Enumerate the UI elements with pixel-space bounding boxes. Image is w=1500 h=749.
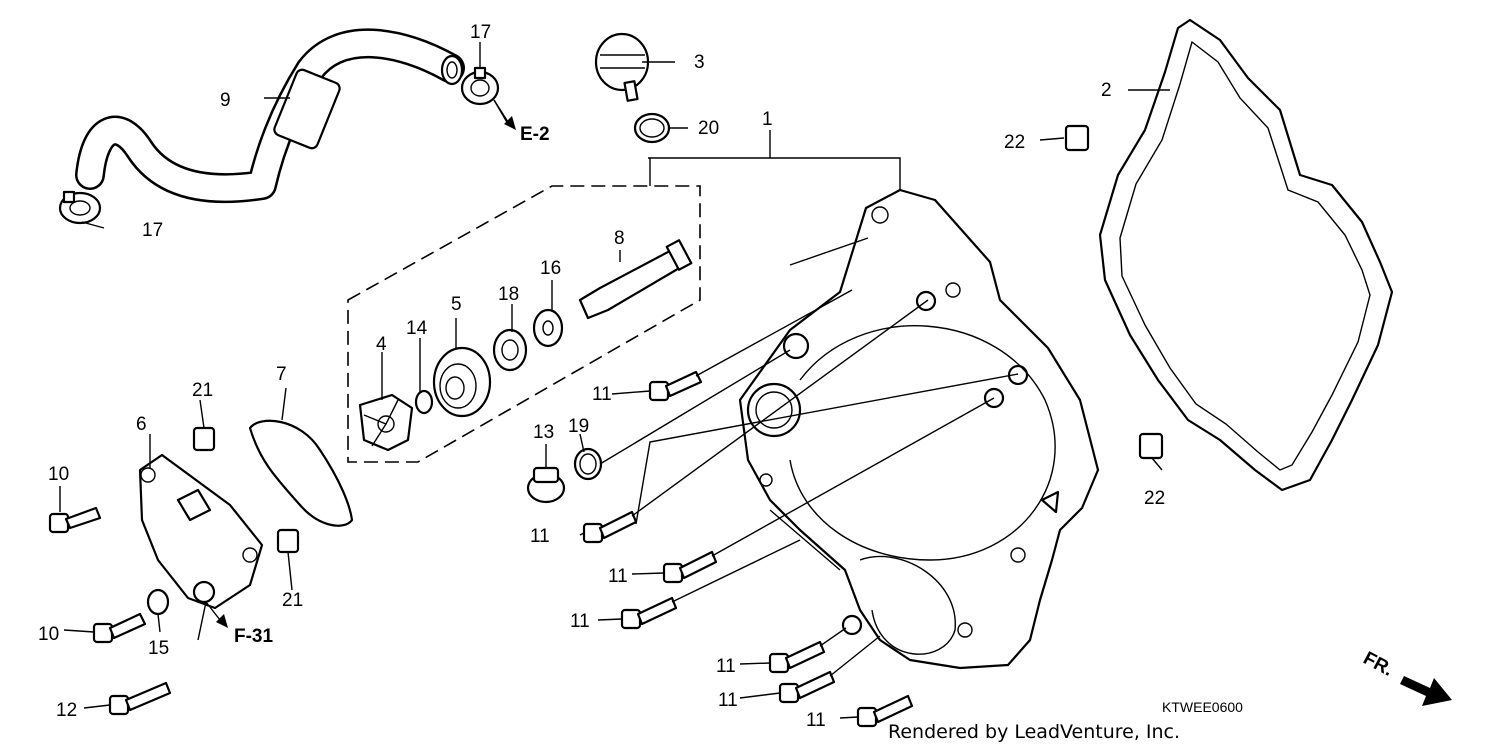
callout-22-upper: 22 <box>1004 132 1025 153</box>
washer-14 <box>414 389 434 415</box>
bolt-11-c <box>662 550 718 584</box>
callout-9: 9 <box>220 90 231 111</box>
front-direction-marker: FR. <box>1360 648 1452 706</box>
bearing-18 <box>492 328 528 372</box>
callout-19: 19 <box>568 416 589 437</box>
callout-17-lower: 17 <box>142 220 163 241</box>
bolt-11-a <box>648 370 703 402</box>
oil-filler-cap <box>594 32 650 102</box>
bolt-11-b <box>582 510 638 544</box>
bolt-11-g <box>856 694 914 728</box>
callout-17-upper: 17 <box>470 22 491 43</box>
callout-13: 13 <box>533 422 554 443</box>
coolant-hose <box>75 28 465 204</box>
bolt-11-e <box>768 640 826 674</box>
callout-11-b: 11 <box>530 526 550 547</box>
callout-6: 6 <box>136 414 147 435</box>
callout-21-upper: 21 <box>192 380 213 401</box>
o-ring-20 <box>633 112 671 144</box>
callout-5: 5 <box>451 294 462 315</box>
callout-2: 2 <box>1101 80 1112 101</box>
front-label: FR. <box>1360 648 1397 681</box>
bolt-10-lower <box>92 612 147 644</box>
bolt-12 <box>108 681 172 716</box>
crankcase-cover <box>738 188 1100 670</box>
callout-11-g: 11 <box>806 710 826 731</box>
f31-arrow <box>205 601 221 621</box>
f31-arrow-head <box>216 614 228 628</box>
water-pump-cover <box>138 453 264 610</box>
callout-18: 18 <box>498 284 519 305</box>
water-pump-cover-gasket <box>248 419 354 527</box>
bolt-11-f <box>778 670 836 704</box>
water-pump-subassembly-outline <box>347 185 701 463</box>
callout-11-d: 11 <box>570 611 590 632</box>
callout-16: 16 <box>540 258 561 279</box>
callout-11-a: 11 <box>592 384 612 405</box>
hose-clamp-lower <box>58 190 102 225</box>
ref-f31: F-31 <box>234 626 274 647</box>
dowel-pin-lower <box>276 528 300 554</box>
bolt-11-d <box>620 596 678 630</box>
dowel-pin-upper <box>192 426 216 452</box>
o-ring-19 <box>573 447 603 481</box>
cover-gasket-inner <box>1119 40 1371 471</box>
leader-lines <box>59 42 1170 719</box>
callout-21-lower: 21 <box>282 590 303 611</box>
mechanical-seal <box>432 346 492 418</box>
callout-11-f: 11 <box>718 690 738 711</box>
callout-15: 15 <box>148 638 169 659</box>
callout-20: 20 <box>698 118 719 139</box>
check-bolt <box>526 466 566 504</box>
dowel-pin-22-lower <box>1138 432 1164 460</box>
ref-e2: E-2 <box>520 124 550 145</box>
e2-arrow-head <box>504 116 516 130</box>
assembly-lines <box>599 289 1019 677</box>
e2-arrow <box>493 99 509 123</box>
dowel-pin-22-upper <box>1064 124 1090 152</box>
callout-8: 8 <box>614 228 625 249</box>
callout-22-lower: 22 <box>1144 488 1165 509</box>
sealing-washer <box>146 588 170 616</box>
diagram-code: KTWEE0600 <box>1162 699 1243 715</box>
callout-11-e: 11 <box>716 656 736 677</box>
water-pump-shaft <box>578 239 693 320</box>
credit-text: Rendered by LeadVenture, Inc. <box>888 721 1180 743</box>
callout-3: 3 <box>694 52 705 73</box>
callout-4: 4 <box>376 334 387 355</box>
callout-14: 14 <box>406 318 428 339</box>
callout-12: 12 <box>56 700 77 721</box>
impeller <box>358 393 414 452</box>
callout-10-lower: 10 <box>38 624 59 645</box>
callout-11-c: 11 <box>608 566 628 587</box>
bolt-10-upper <box>48 506 102 534</box>
callout-10-upper: 10 <box>48 464 69 485</box>
washer-16 <box>532 308 564 348</box>
front-arrow-icon <box>1400 676 1452 706</box>
callout-1: 1 <box>762 109 773 130</box>
callout-7: 7 <box>276 364 287 385</box>
hose-clamp-upper <box>460 66 500 106</box>
